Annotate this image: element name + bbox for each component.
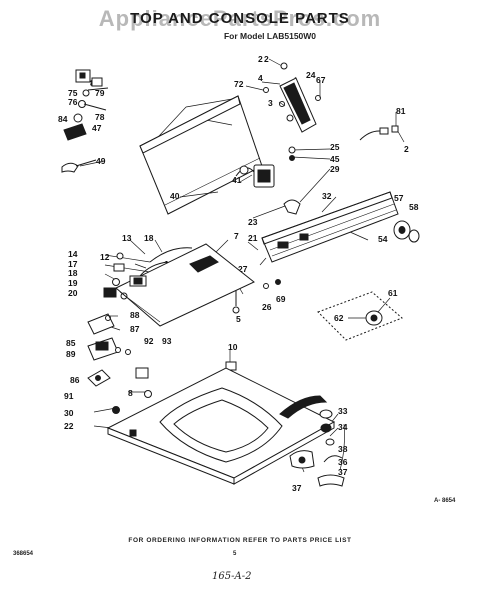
part-callout: 87	[130, 324, 140, 334]
part-callout: 2	[404, 144, 409, 154]
part-callout: 22	[64, 421, 74, 431]
part-callout: 69	[276, 294, 286, 304]
part-callout: 20	[68, 288, 78, 298]
part-callout: 29	[330, 164, 340, 174]
part-callout: 92	[144, 336, 154, 346]
part-callout: 18	[144, 233, 154, 243]
part-callout: 89	[66, 349, 76, 359]
part-callout: 34	[338, 422, 348, 432]
part-callout: 21	[248, 233, 258, 243]
part-callout: 25	[330, 142, 340, 152]
part-callout: 67	[316, 75, 326, 85]
ordering-note: FOR ORDERING INFORMATION REFER TO PARTS …	[128, 537, 352, 544]
part-callout: 24	[306, 70, 316, 80]
part-callout: 45	[330, 154, 340, 164]
part-callout: 57	[394, 193, 404, 203]
cabinet-top-deck	[106, 367, 336, 485]
part-callout: 33	[338, 406, 348, 416]
part-callout: 49	[96, 156, 106, 166]
switch-parts-lower-left	[87, 313, 131, 387]
part-callout: 54	[378, 234, 388, 244]
part-callout: 38	[338, 444, 348, 454]
part-callout: 7	[234, 231, 239, 241]
part-callout: 37	[292, 483, 302, 493]
page-mark: 5	[233, 551, 237, 557]
part-callout: 75	[68, 88, 78, 98]
callout-labels: 2837579767884474917224324678122545294140…	[58, 54, 419, 493]
part-callout: 86	[70, 375, 80, 385]
part-callout: 76	[68, 97, 78, 107]
console-screws	[232, 279, 281, 314]
knob-assembly	[393, 220, 420, 243]
part-callout: 17	[68, 259, 78, 269]
part-callout: 3	[268, 98, 273, 108]
part-callout: 26	[262, 302, 272, 312]
part-callout: 61	[388, 288, 398, 298]
console-backsplash	[261, 191, 399, 263]
part-callout: 81	[396, 106, 406, 116]
part-callout: 4	[258, 73, 263, 83]
part-callout: 12	[100, 252, 110, 262]
screws-25-45	[288, 146, 296, 161]
part-callout: 14	[68, 249, 78, 259]
model-subtitle: For Model LAB5150W0	[223, 31, 317, 41]
bumpers	[112, 361, 237, 414]
part-callout: 18	[68, 268, 78, 278]
part-callout: 40	[170, 191, 180, 201]
part-callout: 47	[92, 123, 102, 133]
hinge-assembly	[263, 62, 321, 133]
timer-motor	[235, 164, 275, 188]
part-callout: 2	[264, 54, 269, 64]
figure-code: A- 8654	[434, 498, 456, 504]
part-callout: 19	[68, 278, 78, 288]
diagram-title: TOP AND CONSOLE PARTS	[130, 10, 350, 27]
part-callout: 58	[409, 202, 419, 212]
part-callout: 41	[232, 175, 242, 185]
part-callout: 13	[122, 233, 132, 243]
harness-parts-left	[103, 252, 128, 300]
part-callout: 37	[338, 467, 348, 477]
switch-group-upper-left	[61, 69, 109, 173]
part-callout: 27	[238, 264, 248, 274]
part-callout: 78	[95, 112, 105, 122]
part-callout: 5	[236, 314, 241, 324]
wire-clip-81	[359, 125, 399, 141]
part-callout: 36	[338, 457, 348, 467]
part-callout: 88	[130, 310, 140, 320]
part-callout: 62	[334, 313, 344, 323]
part-callout: 79	[95, 88, 105, 98]
part-callout: 30	[64, 408, 74, 418]
part-callout: 10	[228, 342, 238, 352]
part-callout: 91	[64, 391, 74, 401]
document-code: 368654	[13, 551, 34, 557]
part-callout: 32	[322, 191, 332, 201]
inlet-parts-lower-right	[289, 409, 345, 487]
inset-detail-61-62	[317, 291, 403, 341]
part-callout: 85	[66, 338, 76, 348]
part-callout: 23	[248, 217, 258, 227]
site-watermark: AppliancePartsPros.com	[98, 6, 382, 31]
handwritten-note: 165-A-2	[212, 571, 252, 582]
part-callout: 93	[162, 336, 172, 346]
part-callout: 2	[258, 54, 263, 64]
part-callout: 84	[58, 114, 68, 124]
part-callout: 8	[128, 388, 133, 398]
part-callout: 72	[234, 79, 244, 89]
